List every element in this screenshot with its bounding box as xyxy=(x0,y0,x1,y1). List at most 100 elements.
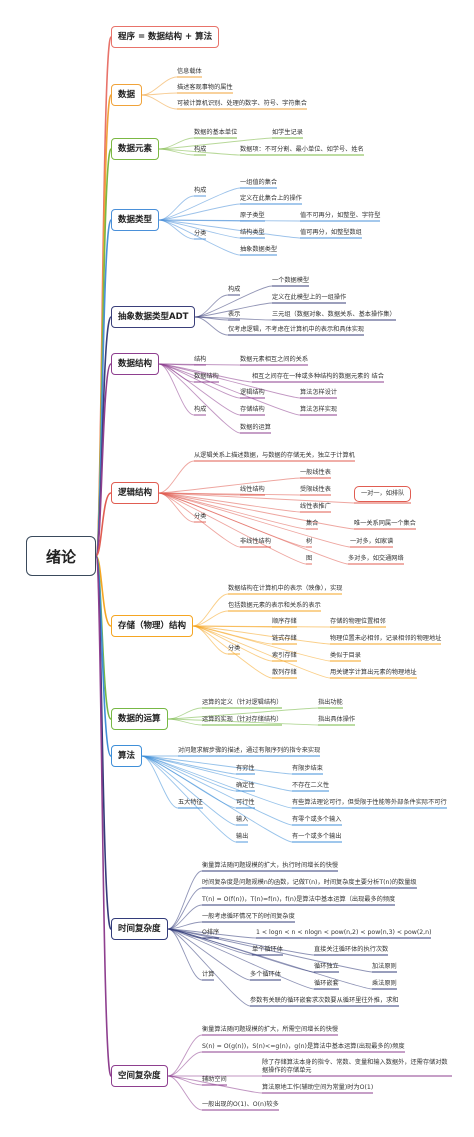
node-ls-4: 线性表推广 xyxy=(300,503,331,510)
node-dt-2: 定义在此集合上的操作 xyxy=(240,195,302,202)
node-tc-13: 参数有关联的循环嵌套求次数要从循环里往外推，求和 xyxy=(250,997,399,1004)
topic-data-element[interactable]: 数据元素 xyxy=(111,138,160,160)
node-ss-10: 用关键字计算出元素的物理地址 xyxy=(330,669,417,676)
node-ls-2: 一般线性表 xyxy=(300,469,331,476)
subconnector-b10-10 xyxy=(141,755,237,843)
subconnector-b9-3 xyxy=(167,718,319,726)
node-al-five: 五大特征 xyxy=(178,799,203,806)
node-data-2: 描述客观事物的属性 xyxy=(177,84,233,91)
node-ls-6: 唯一关系同属一个集合 xyxy=(354,520,416,527)
node-adt-2: 定义在此模型上的一组操作 xyxy=(272,294,347,301)
node-ss-6: 物理位置未必相邻，记录相邻的物理地址 xyxy=(330,635,442,642)
root-topic[interactable]: 绪论 xyxy=(26,536,96,576)
subconnector-b11-13 xyxy=(167,928,373,990)
node-ds-2: 相互之间存在一种或多种结构的数据元素的 结合 xyxy=(252,373,384,380)
node-al-11: 有一个或多个输出 xyxy=(292,833,342,840)
node-de-4: 数据项：不可分割、最小单位、如学号、姓名 xyxy=(240,146,364,153)
node-al-8: 输入 xyxy=(236,816,249,823)
node-ss-1: 数据结构在计算机中的表示（映像），实现 xyxy=(228,585,343,592)
topic-data-type[interactable]: 数据类型 xyxy=(111,209,160,231)
subconnector-b11-2 xyxy=(167,904,203,930)
topic-space-complexity[interactable]: 空间复杂度 xyxy=(111,1065,168,1087)
subconnector-b7-2 xyxy=(158,477,301,494)
node-ss-4: 存储的物理位置相邻 xyxy=(330,618,386,625)
node-tc-3: T(n) = O(f(n))，T(n)=f(n)，f(n)是算法中基本运算（出现… xyxy=(202,896,396,903)
subconnector-b7-13 xyxy=(158,492,349,565)
node-al-3: 有限步结束 xyxy=(292,765,323,772)
node-data-3: 可被计算机识别、处理的数字、符号、字符集合 xyxy=(177,100,307,107)
node-ss-7: 索引存储 xyxy=(272,652,297,659)
node-ls-linear: 线性结构 xyxy=(240,486,265,493)
topic-data[interactable]: 数据 xyxy=(111,84,143,106)
node-tc-7: 直接关注循环体的执行次数 xyxy=(314,946,389,953)
topic-logical-structure[interactable]: 逻辑结构 xyxy=(111,482,160,504)
connector-b12 xyxy=(95,555,112,1077)
subconnector-b5-2 xyxy=(194,302,273,318)
node-sc-5: 一般出现的O(1)、O(n)较多 xyxy=(202,1101,279,1108)
node-al-6: 可行性 xyxy=(236,799,255,806)
node-ss-5: 链式存储 xyxy=(272,635,297,642)
node-adt-1: 一个数据模型 xyxy=(272,277,310,284)
subconnector-b8-5 xyxy=(192,625,331,645)
node-op-1: 运算的定义（针对逻辑结构） xyxy=(202,699,283,706)
subconnector-b4-7 xyxy=(158,219,301,239)
node-al-10: 输出 xyxy=(236,833,249,840)
node-tc-9: 加法原则 xyxy=(372,963,397,970)
subconnector-b12-4 xyxy=(167,1075,263,1094)
node-ds-3: 逻辑结构 xyxy=(240,389,265,396)
node-de-2: 如学生记录 xyxy=(272,129,303,136)
node-ls-one-to-one: 一对一，如排队 xyxy=(354,486,412,502)
subconnector-b11-12 xyxy=(167,928,315,990)
node-ls-classify: 分类 xyxy=(194,513,207,520)
subconnector-b5-5 xyxy=(194,316,229,336)
node-op-3: 运算的实现（针对存储结构） xyxy=(202,716,283,723)
subconnector-b8-0 xyxy=(192,593,229,627)
subconnector-b12-5 xyxy=(167,1075,203,1111)
node-tc-4: 一般考虑循环情况下的时间复杂度 xyxy=(202,913,295,920)
node-dt-classify: 分类 xyxy=(194,230,207,237)
node-adt-3: 三元组（数据对象、数据关系、基本操作集） xyxy=(272,311,396,318)
subconnector-b7-0 xyxy=(158,460,195,494)
topic-program[interactable]: 程序 = 数据结构 + 算法 xyxy=(111,26,220,48)
node-ls-9: 图 xyxy=(306,555,313,562)
subconnector-b4-0 xyxy=(158,195,195,221)
node-tc-6: 单个循环体 xyxy=(252,946,283,953)
subconnector-b7-12 xyxy=(158,492,307,565)
subconnector-b4-8 xyxy=(158,219,241,256)
node-ds-7: 数据的运算 xyxy=(240,424,271,431)
subconnector-b7-4 xyxy=(158,492,301,513)
topic-time-complexity[interactable]: 时间复杂度 xyxy=(111,918,168,940)
subconnector-b6-1 xyxy=(158,363,241,366)
node-adt-4: 仅考虑逻辑，不考虑在计算机中的表示和具体实现 xyxy=(228,326,365,333)
node-sc-2: S(n) = O(g(n))，S(n)<=g(n)，g(n)是算法中基本运算(出… xyxy=(202,1043,405,1050)
node-al-7: 有些算法理论可行，但受限于性能等外部条件实际不可行 xyxy=(292,799,447,806)
node-dt-7: 抽象数据类型 xyxy=(240,246,278,253)
node-tc-order: O排序 xyxy=(202,929,220,936)
subconnector-b9-1 xyxy=(167,707,319,720)
topic-storage-structure[interactable]: 存储（物理）结构 xyxy=(111,615,194,637)
node-ls-3: 受限线性表 xyxy=(300,486,331,493)
topic-algorithm[interactable]: 算法 xyxy=(111,745,143,767)
node-al-4: 确定性 xyxy=(236,782,255,789)
subconnector-b8-6 xyxy=(192,625,229,655)
node-ss-3: 顺序存储 xyxy=(272,618,297,625)
topic-data-operation[interactable]: 数据的运算 xyxy=(111,708,168,730)
node-op-4: 指出具体操作 xyxy=(318,716,356,723)
subconnector-b10-11 xyxy=(141,755,293,843)
topic-adt[interactable]: 抽象数据类型ADT xyxy=(111,306,196,328)
node-ss-9: 散列存储 xyxy=(272,669,297,676)
node-ls-1: 从逻辑关系上描述数据，与数据的存储无关，独立于计算机 xyxy=(194,452,355,459)
node-al-2: 有穷性 xyxy=(236,765,255,772)
node-dt-construct: 构成 xyxy=(194,187,207,194)
node-op-2: 指出功能 xyxy=(318,699,343,706)
node-dt-5: 结构类型 xyxy=(240,229,265,236)
node-tc-11: 循环嵌套 xyxy=(314,980,339,987)
node-ls-10: 多对多，如交通网络 xyxy=(348,555,404,562)
node-tc-5: 1 < logn < n < nlogn < pow(n,2) < pow(n,… xyxy=(256,929,432,936)
subconnector-b11-10 xyxy=(167,928,373,973)
node-ds-structure: 结构 xyxy=(194,356,207,363)
topic-data-structure[interactable]: 数据结构 xyxy=(111,353,160,375)
node-sc-1: 衡量算法随问题规模的扩大，所需空间增长的快慢 xyxy=(202,1026,339,1033)
subconnector-b11-1 xyxy=(167,887,203,930)
